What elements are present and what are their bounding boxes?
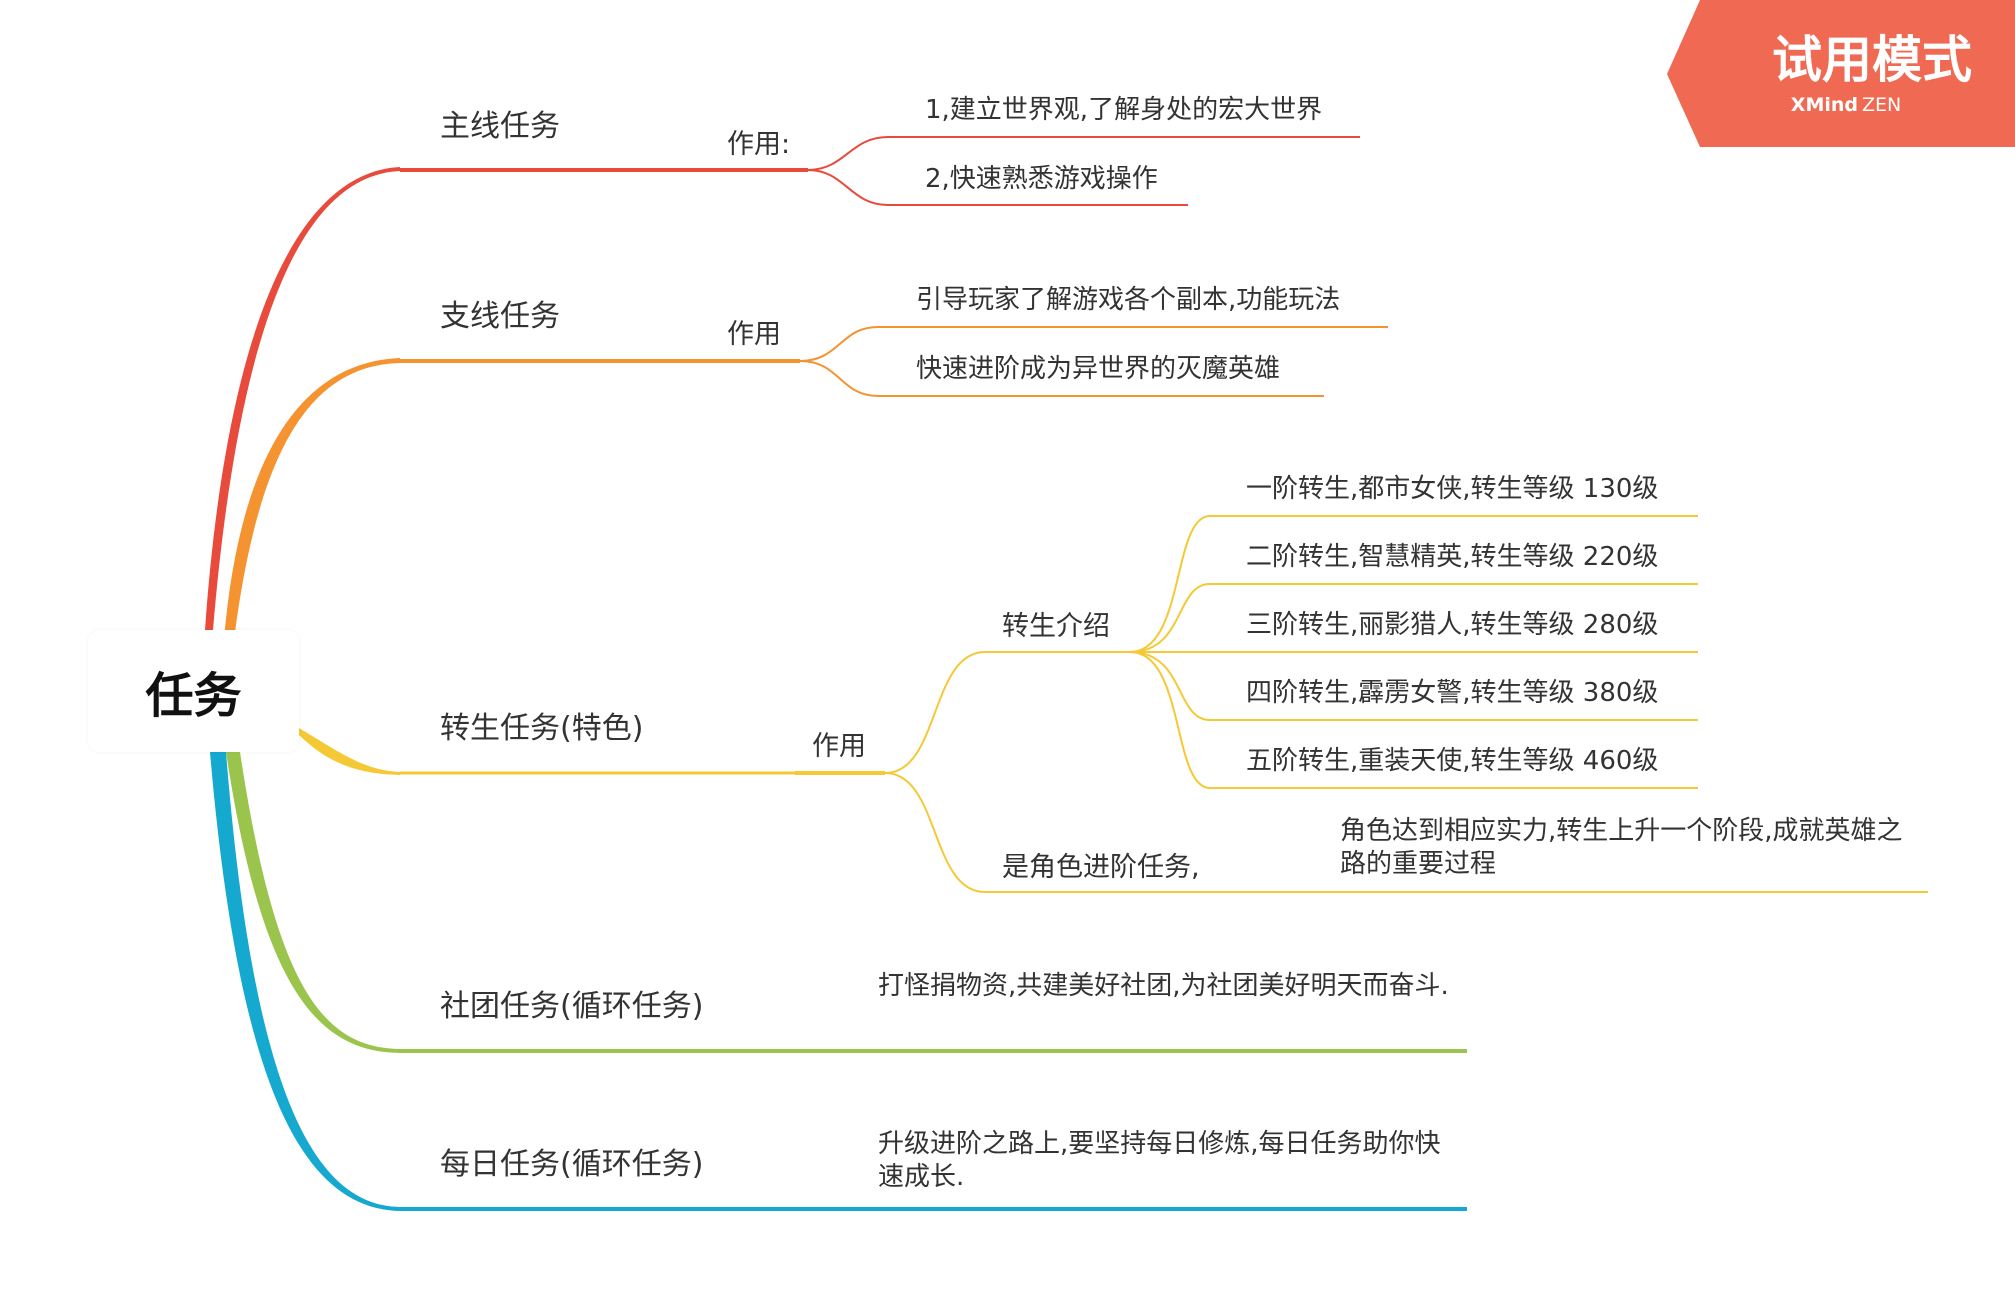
leaf-main-quest-controls[interactable]: 2,快速熟悉游戏操作 (925, 164, 1158, 194)
leaf-side-quest-guide[interactable]: 引导玩家了解游戏各个副本,功能玩法 (916, 285, 1341, 315)
xmind-edition-text: ZEN (1862, 94, 1901, 116)
branch-curve-side-quest (224, 358, 400, 640)
branch-label-guild-quest[interactable]: 社团任务(循环任务) (440, 989, 704, 1024)
branch-curve-guild-quest (226, 752, 400, 1053)
subtopic-rebirth-advance[interactable]: 是角色进阶任务, (1002, 852, 1200, 883)
subtopic-main-quest-effect[interactable]: 作用: (727, 129, 791, 160)
branch-label-main-quest[interactable]: 主线任务 (440, 109, 560, 144)
branch-curve-rebirth-quest (299, 728, 400, 775)
branch-label-daily-quest[interactable]: 每日任务(循环任务) (440, 1147, 704, 1182)
leaf-daily-quest-detail[interactable]: 升级进阶之路上,要坚持每日修炼,每日任务助你快速成长. (878, 1129, 1441, 1192)
connectors-main-quest (712, 136, 1360, 206)
leaf-rebirth-tier-2[interactable]: 二阶转生,智慧精英,转生等级 220级 (1246, 542, 1659, 572)
root-topic[interactable]: 任务 (88, 630, 299, 752)
subtopic-rebirth-intro[interactable]: 转生介绍 (1002, 611, 1110, 642)
branch-label-side-quest[interactable]: 支线任务 (440, 299, 560, 334)
branch-label-rebirth-quest[interactable]: 转生任务(特色) (440, 711, 644, 746)
leaf-rebirth-tier-1[interactable]: 一阶转生,都市女侠,转生等级 130级 (1246, 474, 1659, 504)
leaf-rebirth-tier-4[interactable]: 四阶转生,霹雳女警,转生等级 380级 (1246, 678, 1659, 708)
branch-curve-main-quest (205, 167, 400, 630)
trial-mode-title: 试用模式 (1772, 31, 1972, 89)
leaf-guild-quest-detail[interactable]: 打怪捐物资,共建美好社团,为社团美好明天而奋斗. (878, 971, 1449, 1001)
leaf-main-quest-worldview[interactable]: 1,建立世界观,了解身处的宏大世界 (925, 95, 1323, 125)
subtopic-side-quest-effect[interactable]: 作用 (727, 319, 781, 350)
connectors-side-quest (712, 326, 1388, 397)
leaf-rebirth-tier-3[interactable]: 三阶转生,丽影猎人,转生等级 280级 (1246, 610, 1659, 640)
subtopic-rebirth-effect[interactable]: 作用 (812, 731, 866, 762)
trial-mode-badge-shape (1667, 0, 2015, 147)
branch-curve-daily-quest (210, 752, 400, 1211)
root-topic-label: 任务 (145, 668, 242, 724)
leaf-rebirth-advance-detail[interactable]: 角色达到相应实力,转生上升一个阶段,成就英雄之路的重要过程 (1340, 816, 1903, 879)
connectors-rebirth-quest (795, 515, 1928, 893)
trial-mode-badge: 试用模式 XMind ZEN (1667, 0, 2015, 147)
leaf-rebirth-tier-5[interactable]: 五阶转生,重装天使,转生等级 460级 (1246, 746, 1659, 776)
leaf-side-quest-hero[interactable]: 快速进阶成为异世界的灭魔英雄 (916, 354, 1281, 384)
xmind-brand-text: XMind (1791, 94, 1858, 116)
